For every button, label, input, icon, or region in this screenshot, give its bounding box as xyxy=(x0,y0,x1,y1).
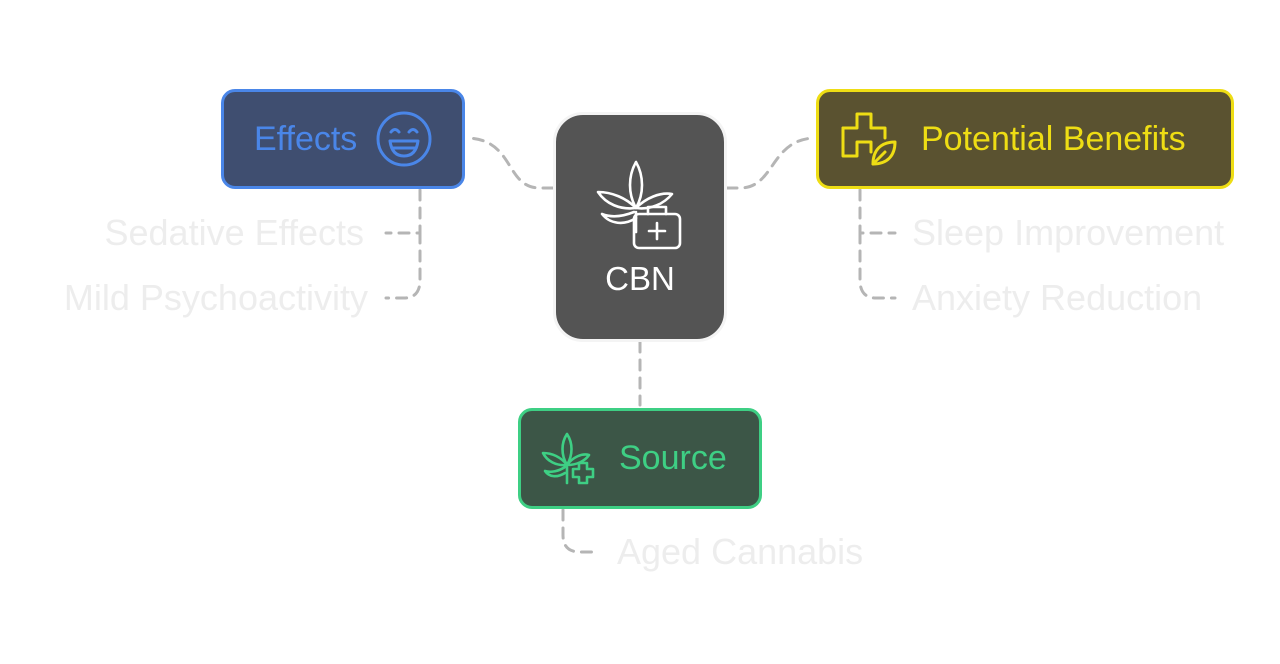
connector-benefits-sleep xyxy=(858,188,897,235)
medical-cross-leaf-icon xyxy=(841,112,897,166)
connector-benefits-anxiety xyxy=(858,231,897,300)
grinning-face-icon xyxy=(376,111,432,167)
benefits-label: Potential Benefits xyxy=(921,119,1186,158)
leaf-aged-cannabis: Aged Cannabis xyxy=(617,531,864,572)
branch-node-source[interactable]: Source xyxy=(518,408,762,509)
leaf-anxiety-reduction: Anxiety Reduction xyxy=(912,277,1203,318)
connector-center-effects xyxy=(466,136,555,190)
connector-effects-sedative xyxy=(384,188,422,235)
cannabis-medical-kit-icon xyxy=(596,160,682,250)
connector-center-benefits xyxy=(725,136,816,190)
leaf-sedative-effects: Sedative Effects xyxy=(104,212,365,253)
center-label: CBN xyxy=(605,260,675,297)
cannabis-plus-icon xyxy=(541,432,595,484)
source-label: Source xyxy=(619,439,727,477)
branch-node-potential-benefits[interactable]: Potential Benefits xyxy=(816,89,1234,189)
center-node-cbn[interactable]: CBN xyxy=(553,112,727,342)
effects-label: Effects xyxy=(254,119,358,158)
leaf-sleep-improvement: Sleep Improvement xyxy=(912,212,1225,253)
connector-effects-mild xyxy=(384,231,422,300)
connector-source-aged xyxy=(561,508,600,554)
branch-node-effects[interactable]: Effects xyxy=(221,89,465,189)
leaf-mild-psychoactivity: Mild Psychoactivity xyxy=(63,277,368,318)
